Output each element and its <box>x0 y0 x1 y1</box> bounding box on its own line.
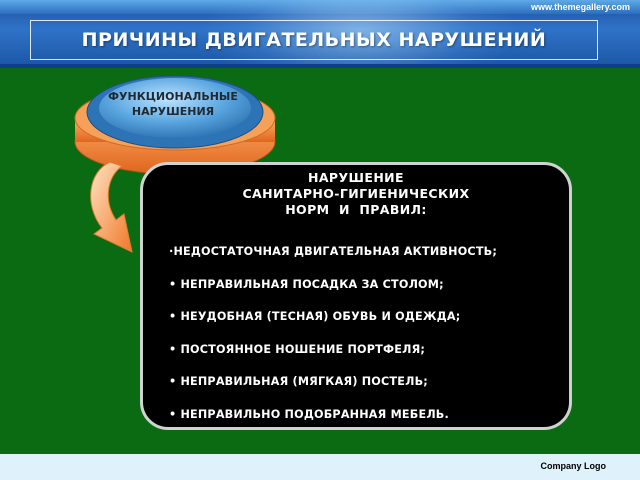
functional-disorders-label: ФУНКЦИОНАЛЬНЫЕ НАРУШЕНИЯ <box>108 90 238 118</box>
slide-header: www.themegallery.com ПРИЧИНЫ ДВИГАТЕЛЬНЫ… <box>0 0 640 64</box>
header-divider <box>0 64 640 68</box>
disk-blue-inner <box>99 78 251 138</box>
panel-heading: НАРУШЕНИЕ САНИТАРНО-ГИГИЕНИЧЕСКИХ НОРМ И… <box>242 170 470 217</box>
list-item: ·НЕДОСТАТОЧНАЯ ДВИГАТЕЛЬНАЯ АКТИВНОСТЬ; <box>169 245 498 258</box>
site-url: www.themegallery.com <box>530 2 630 12</box>
hygiene-causes-panel: НАРУШЕНИЕ САНИТАРНО-ГИГИЕНИЧЕСКИХ НОРМ И… <box>140 162 572 430</box>
curved-arrow-icon <box>90 161 133 253</box>
list-item: • НЕПРАВИЛЬНАЯ (МЯГКАЯ) ПОСТЕЛЬ; <box>169 375 428 388</box>
list-item: • НЕПРАВИЛЬНАЯ ПОСАДКА ЗА СТОЛОМ; <box>169 277 444 291</box>
disk-shape <box>74 75 276 175</box>
slide-title: ПРИЧИНЫ ДВИГАТЕЛЬНЫХ НАРУШЕНИЙ <box>81 29 547 51</box>
causes-list: ·НЕДОСТАТОЧНАЯ ДВИГАТЕЛЬНАЯ АКТИВНОСТЬ; … <box>169 245 497 440</box>
list-item: • ПОСТОЯННОЕ НОШЕНИЕ ПОРТФЕЛЯ; <box>169 342 426 356</box>
company-logo: Company Logo <box>540 461 607 471</box>
list-item: • НЕУДОБНАЯ (ТЕСНАЯ) ОБУВЬ И ОДЕЖДА; <box>169 310 461 323</box>
slide-footer: Company Logo <box>0 454 640 480</box>
title-frame: ПРИЧИНЫ ДВИГАТЕЛЬНЫХ НАРУШЕНИЙ <box>30 20 598 60</box>
list-item: • НЕПРАВИЛЬНО ПОДОБРАННАЯ МЕБЕЛЬ. <box>169 407 449 421</box>
header-glow <box>200 0 520 64</box>
arrow-body <box>90 161 133 253</box>
